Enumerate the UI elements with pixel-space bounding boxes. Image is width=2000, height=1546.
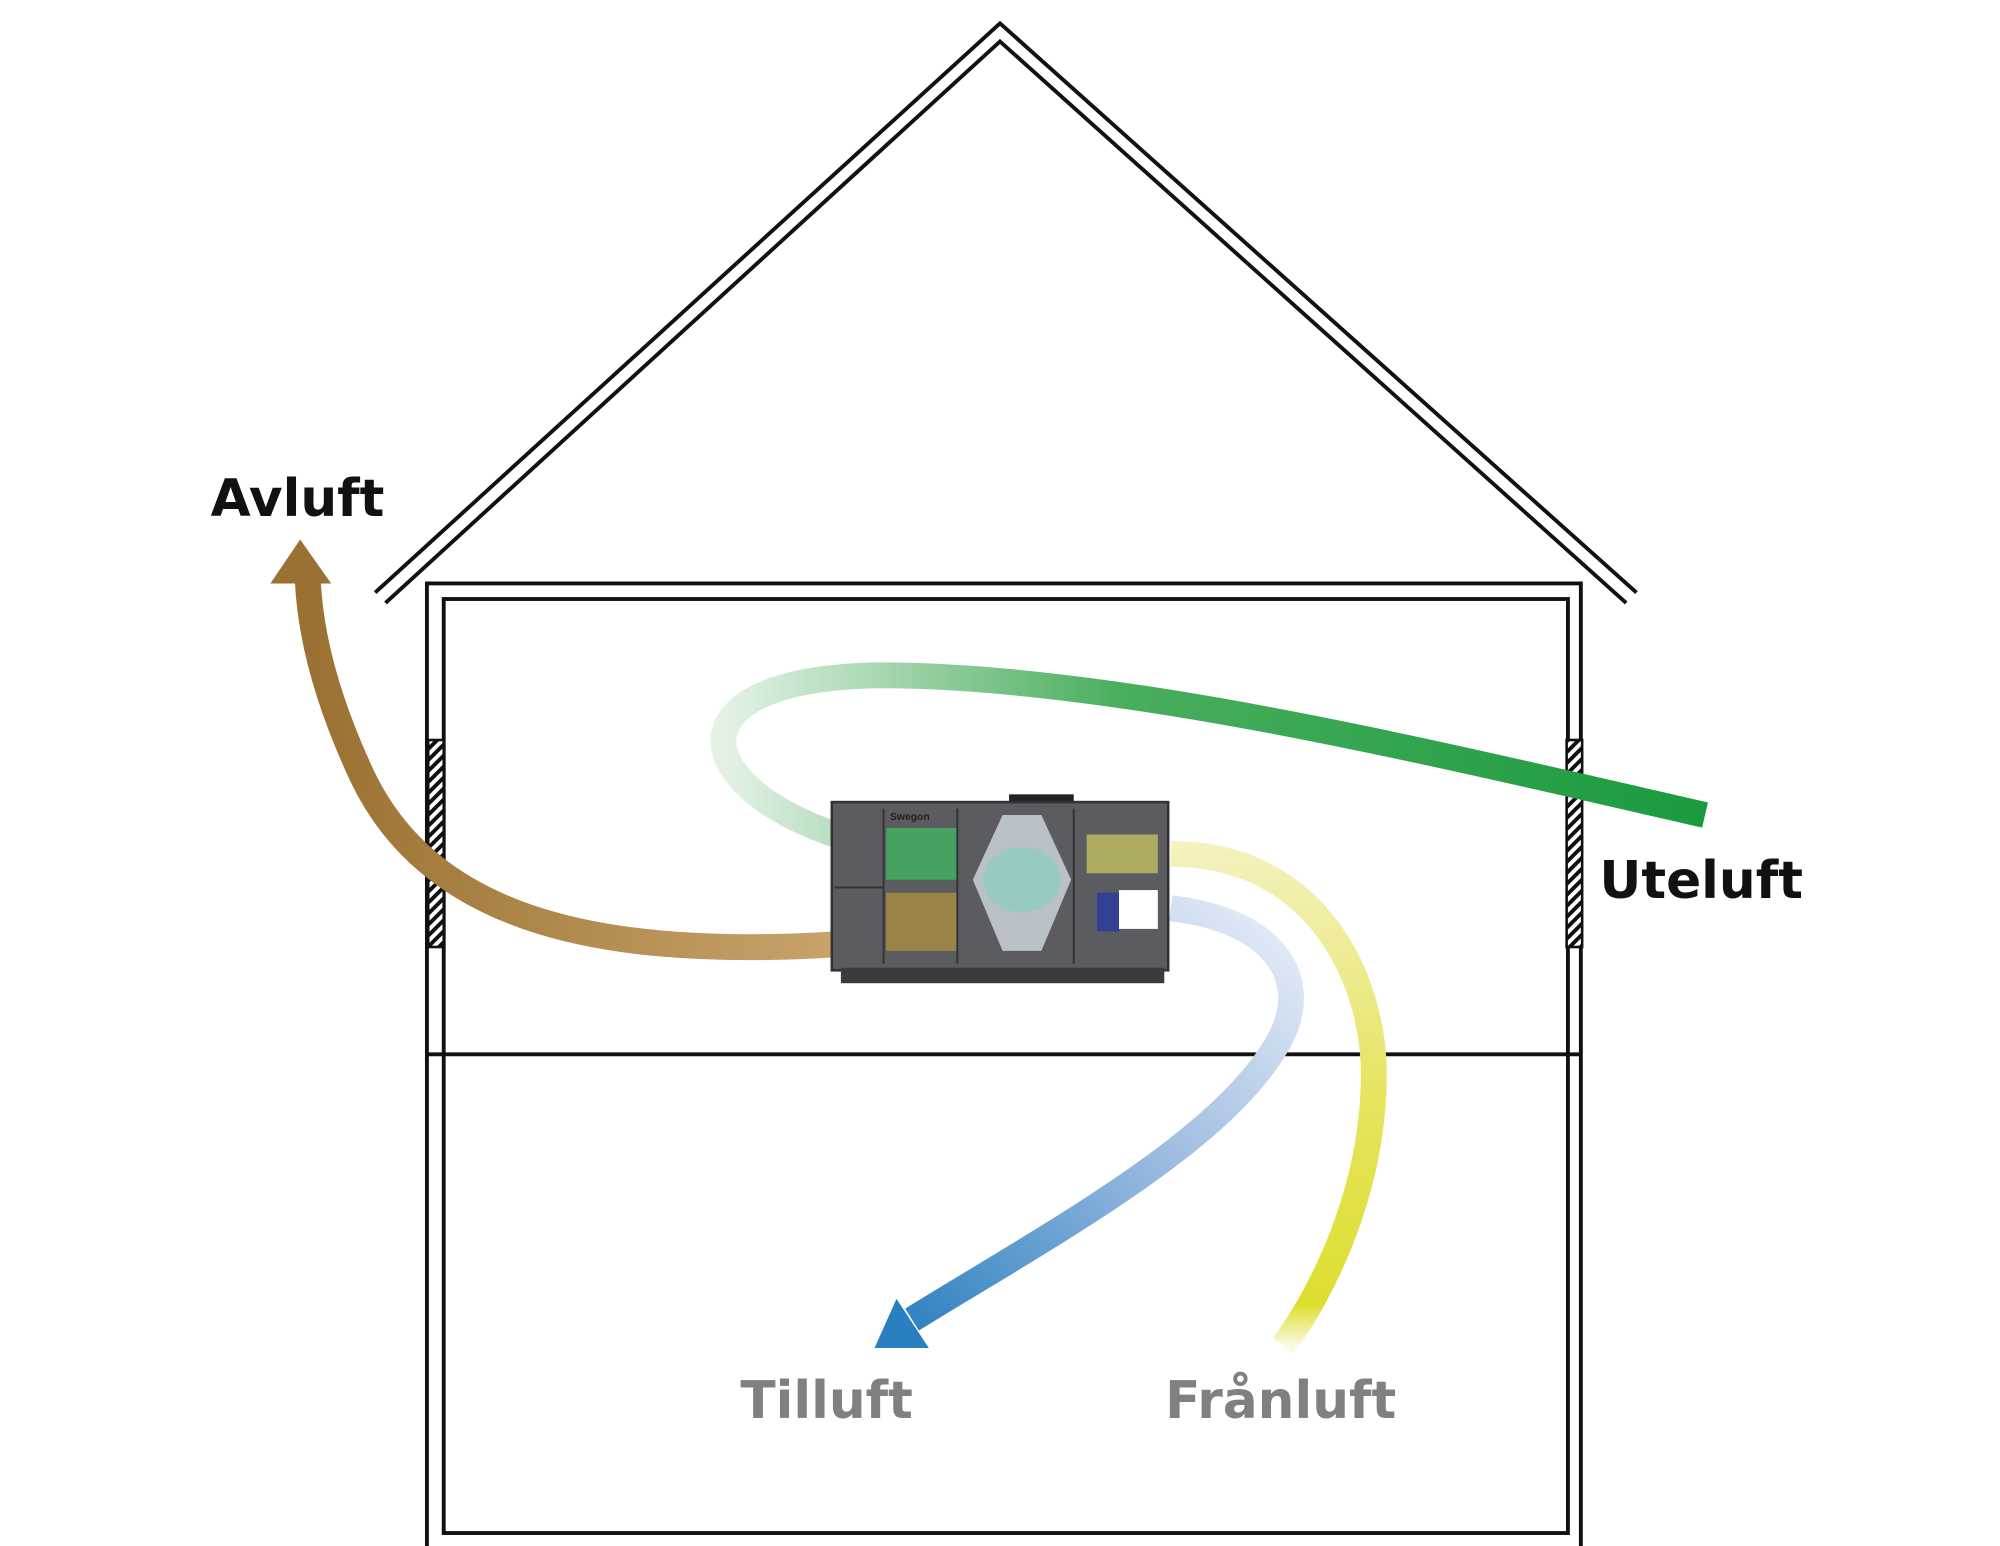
vent-left xyxy=(426,738,446,949)
roof xyxy=(373,20,1638,605)
label-supply-air: Tilluft xyxy=(740,1371,913,1431)
unit-brand-logo: Swegon xyxy=(890,812,930,823)
air-handling-unit: Swegon xyxy=(830,794,1170,984)
label-exhaust-air: Avluft xyxy=(211,469,385,529)
house-walls xyxy=(424,581,1583,1546)
exhaust-air-flow xyxy=(294,581,836,961)
label-outdoor-air: Uteluft xyxy=(1599,851,1803,911)
extract-air-flow xyxy=(1170,840,1387,1354)
exhaust-arrowhead xyxy=(270,539,332,584)
supply-air-flow xyxy=(905,895,1304,1331)
supply-arrowhead xyxy=(874,1298,929,1349)
label-extract-air: Frånluft xyxy=(1165,1371,1396,1431)
outdoor-air-flow xyxy=(710,662,1708,847)
